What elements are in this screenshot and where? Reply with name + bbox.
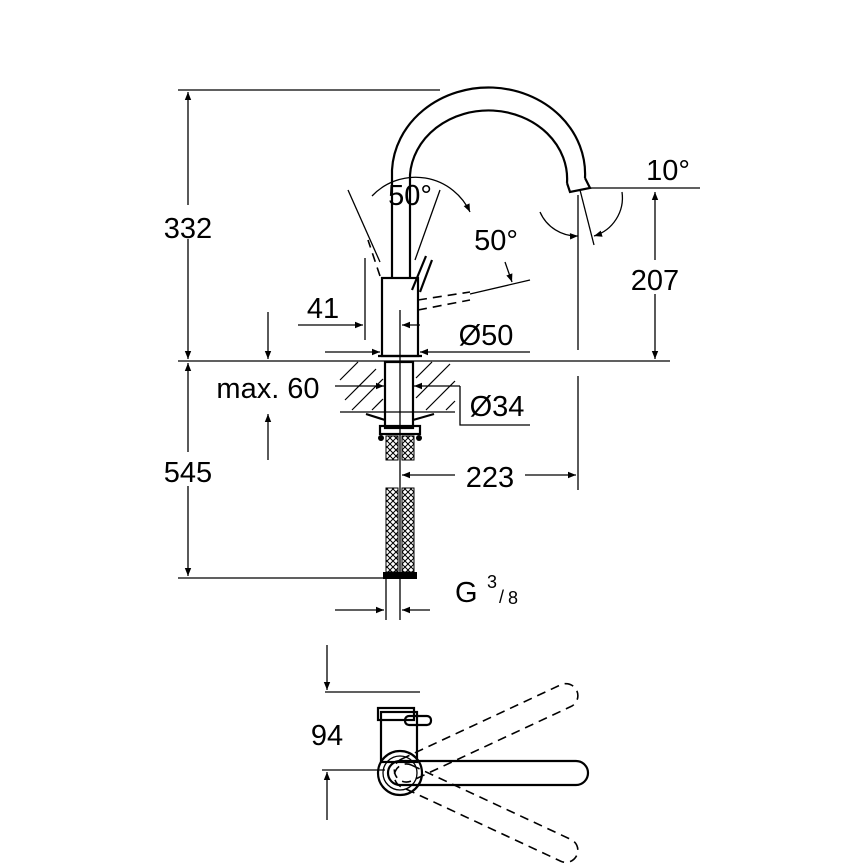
dimension-label-223: 223 xyxy=(466,462,514,494)
dimension-thread: G 3 / 8 xyxy=(335,572,518,614)
dimension-50deg-angles: 50° 50° xyxy=(347,176,531,295)
deck-section-hatch xyxy=(339,360,456,441)
dimension-label-50deg-side: 50° xyxy=(474,225,518,257)
top-view: 94 xyxy=(311,645,590,864)
dimension-223: 223 xyxy=(402,462,576,494)
thread-prefix: G xyxy=(455,577,478,609)
thread-slash: / xyxy=(499,587,504,607)
dimension-label-d50: Ø50 xyxy=(459,320,514,352)
dimension-label-d34: Ø34 xyxy=(470,391,525,423)
dimension-label-50deg-front: 50° xyxy=(388,180,432,212)
deck-line xyxy=(178,89,670,579)
dimension-207: 10° 207 xyxy=(539,155,700,490)
dimension-label-10deg: 10° xyxy=(646,155,690,187)
thread-numerator: 3 xyxy=(487,572,497,592)
dimension-41: 41 xyxy=(298,258,420,340)
thread-denominator: 8 xyxy=(508,588,518,608)
dimension-label-332: 332 xyxy=(164,213,212,245)
dimension-label-207: 207 xyxy=(631,265,679,297)
dimension-diameter-50: Ø50 xyxy=(325,320,530,356)
dimension-label-41: 41 xyxy=(307,293,339,325)
dimension-max-60: max. 60 xyxy=(216,312,320,460)
dimension-332: 332 xyxy=(150,92,220,359)
dimension-label-max-60: max. 60 xyxy=(216,373,319,405)
dimension-diameter-34: Ø34 xyxy=(335,382,530,426)
dimension-label-94: 94 xyxy=(311,720,343,752)
dimension-label-545: 545 xyxy=(164,457,212,489)
supply-hoses xyxy=(383,435,417,620)
dimension-545: 545 xyxy=(150,363,220,576)
